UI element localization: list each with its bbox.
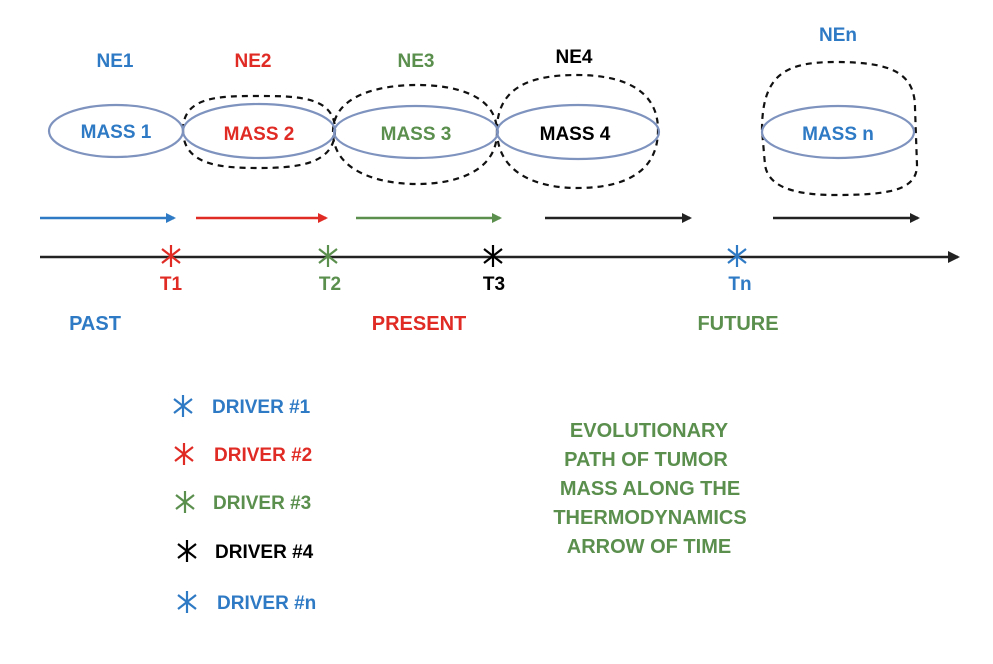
caption-line-2: PATH OF TUMOR xyxy=(564,449,728,471)
t1-driver-asterisk-icon xyxy=(161,245,181,267)
legend-driver-n-label: DRIVER #n xyxy=(217,593,316,614)
mass-2-label: MASS 2 xyxy=(224,124,295,145)
caption: EVOLUTIONARY PATH OF TUMOR MASS ALONG TH… xyxy=(553,420,746,558)
legend-driver-4-asterisk-icon xyxy=(177,540,197,562)
legend-driver-2-label: DRIVER #2 xyxy=(214,445,312,466)
ne4-label: NE4 xyxy=(556,47,593,68)
t3-driver-asterisk-icon xyxy=(483,245,503,267)
driver-legend: DRIVER #1 DRIVER #2 DRIVER #3 DRIVER #4 … xyxy=(173,395,316,614)
era-present-label: PRESENT xyxy=(372,313,466,335)
ne2-label: NE2 xyxy=(235,51,272,72)
caption-line-3: MASS ALONG THE xyxy=(560,478,740,500)
t3-label: T3 xyxy=(483,274,505,295)
legend-driver-2-asterisk-icon xyxy=(174,443,194,465)
era-past-label: PAST xyxy=(69,313,121,335)
legend-driver-3-asterisk-icon xyxy=(175,491,195,513)
legend-driver-1-asterisk-icon xyxy=(173,395,193,417)
legend-driver-3-label: DRIVER #3 xyxy=(213,493,311,514)
mass-3-label: MASS 3 xyxy=(381,124,452,145)
legend-driver-4-label: DRIVER #4 xyxy=(215,542,314,563)
nen-envelope xyxy=(760,60,919,197)
legend-driver-1-label: DRIVER #1 xyxy=(212,397,311,418)
caption-line-5: ARROW OF TIME xyxy=(567,536,731,558)
ne3-label: NE3 xyxy=(398,51,435,72)
tn-driver-asterisk-icon xyxy=(727,245,747,267)
caption-line-4: THERMODYNAMICS xyxy=(553,507,746,529)
t1-label: T1 xyxy=(160,274,183,295)
t2-label: T2 xyxy=(319,274,341,295)
legend-driver-n-asterisk-icon xyxy=(177,591,197,613)
era-future-label: FUTURE xyxy=(697,313,778,335)
mass-4-label: MASS 4 xyxy=(540,124,611,145)
mass-n-ellipse xyxy=(760,104,916,160)
t2-driver-asterisk-icon xyxy=(318,245,338,267)
mass-ellipses xyxy=(47,102,916,161)
mass-4-ellipse xyxy=(495,103,661,161)
mass-1-label: MASS 1 xyxy=(81,122,152,143)
caption-line-1: EVOLUTIONARY xyxy=(570,420,729,442)
mass-n-label: MASS n xyxy=(802,124,874,145)
ne1-label: NE1 xyxy=(97,51,134,72)
nen-label: NEn xyxy=(819,25,857,46)
tn-label: Tn xyxy=(728,274,751,295)
